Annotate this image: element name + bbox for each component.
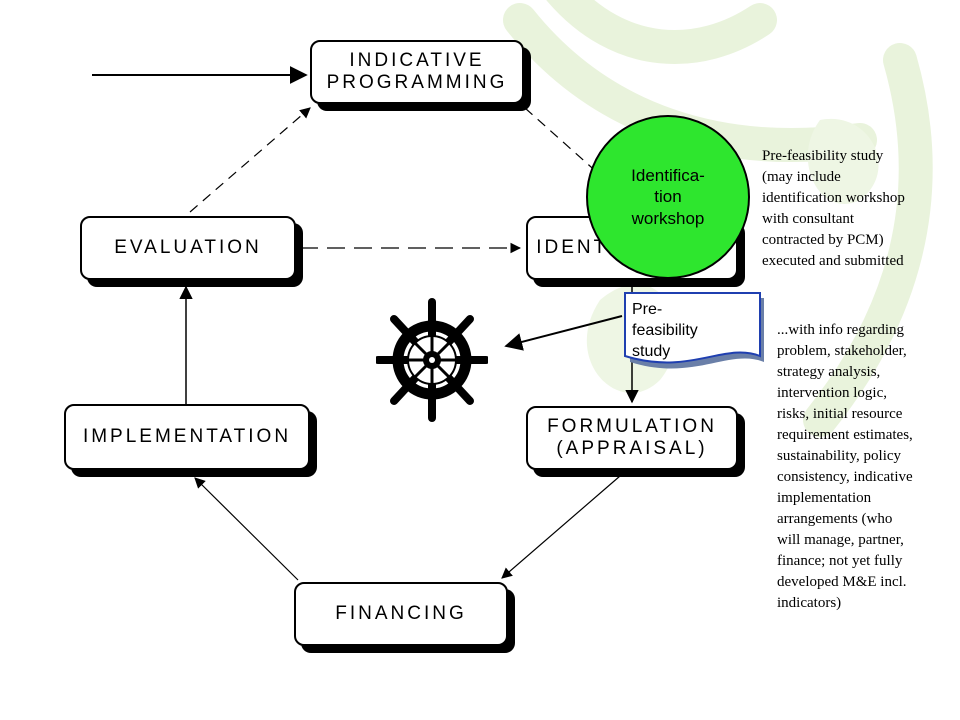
evaluation-label: EVALUATION	[114, 237, 262, 259]
formulation-to-financing-arrow	[501, 475, 621, 579]
prefeasibility-document-shape	[624, 292, 764, 369]
programming-to-identification-line	[524, 107, 601, 176]
implementation-box: IMPLEMENTATION	[64, 404, 310, 470]
identification-workshop-circle: Identifica- tion workshop	[586, 115, 750, 279]
workshop-line2: tion	[654, 187, 682, 207]
financing-to-implementation-arrow	[194, 477, 299, 581]
evaluation-to-programming-arrow	[189, 107, 311, 213]
formulation-box: FORMULATION (APPRAISAL)	[526, 406, 738, 470]
ships-wheel-icon	[376, 298, 488, 422]
prefeasibility-line3: study	[632, 342, 671, 360]
indicative-programming-box: INDICATIVE PROGRAMMING	[310, 40, 524, 104]
formulation-label-line2: (APPRAISAL)	[556, 438, 708, 459]
formulation-label-line1: FORMULATION	[547, 416, 717, 438]
side-text-info-details: ...with info regarding problem, stakehol…	[777, 322, 913, 611]
financing-label: FINANCING	[335, 603, 467, 625]
implementation-label: IMPLEMENTATION	[82, 426, 292, 448]
note-to-wheel-arrow	[504, 315, 623, 351]
indicative-programming-label-line2: PROGRAMMING	[326, 72, 508, 93]
prefeasibility-line2: feasibility	[632, 321, 698, 339]
financing-box: FINANCING	[294, 582, 508, 646]
indicative-programming-label-line1: INDICATIVE	[349, 50, 485, 72]
workshop-line3: workshop	[631, 208, 705, 228]
side-text-prefeasibility: Pre-feasibility study (may include ident…	[762, 148, 905, 269]
prefeasibility-line1: Pre-	[632, 301, 663, 318]
prefeasibility-note-text: Pre- feasibility study	[632, 300, 698, 362]
evaluation-box: EVALUATION	[80, 216, 296, 280]
workshop-line1: Identifica-	[631, 166, 705, 186]
